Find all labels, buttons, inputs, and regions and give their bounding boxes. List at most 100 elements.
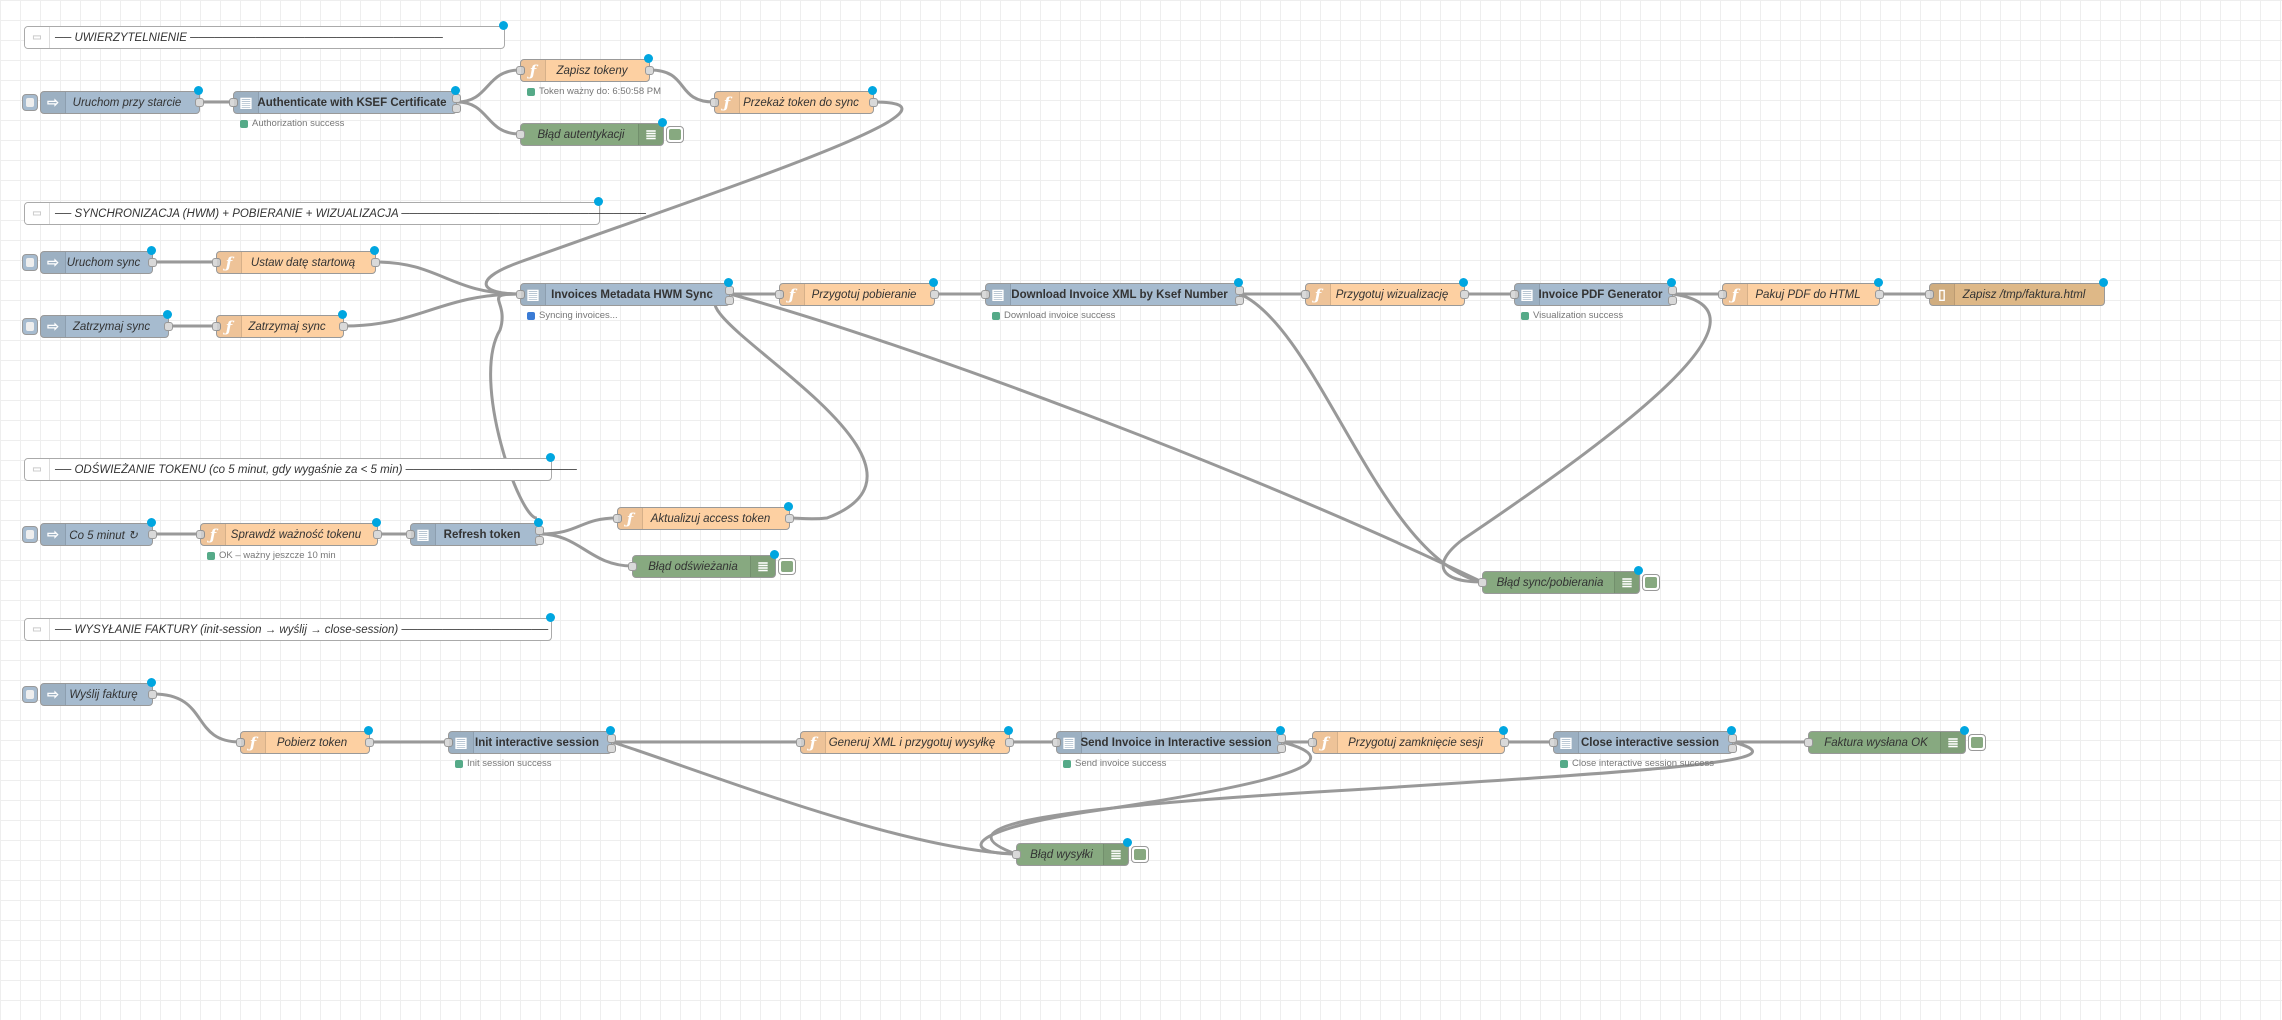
output-port[interactable] bbox=[373, 530, 382, 539]
output-port[interactable] bbox=[148, 530, 157, 539]
debug-blad-odswiezania[interactable]: Błąd odświeżania≣ bbox=[628, 550, 796, 578]
input-port[interactable] bbox=[1549, 738, 1558, 747]
output-port[interactable] bbox=[869, 98, 878, 107]
output-port[interactable] bbox=[1668, 286, 1677, 295]
debug-blad-autentykacji[interactable]: Błąd autentykacji≣ bbox=[516, 118, 684, 146]
input-port[interactable] bbox=[1478, 578, 1487, 587]
input-port[interactable] bbox=[1510, 290, 1519, 299]
input-port[interactable] bbox=[613, 514, 622, 523]
input-port[interactable] bbox=[1308, 738, 1317, 747]
input-port[interactable] bbox=[516, 66, 525, 75]
input-port[interactable] bbox=[796, 738, 805, 747]
input-port[interactable] bbox=[1012, 850, 1021, 859]
inject-button[interactable] bbox=[22, 526, 38, 543]
output-port[interactable] bbox=[148, 258, 157, 267]
output-port[interactable] bbox=[339, 322, 348, 331]
inject-co-5-minut[interactable]: ⇨Co 5 minut ↻ bbox=[22, 518, 157, 546]
comment-send[interactable]: ▭── WYSYŁANIE FAKTURY (init-session → wy… bbox=[24, 613, 555, 641]
output-port[interactable] bbox=[607, 744, 616, 753]
output-port[interactable] bbox=[365, 738, 374, 747]
output-port[interactable] bbox=[1235, 296, 1244, 305]
output-port[interactable] bbox=[535, 536, 544, 545]
comment-refresh[interactable]: ▭── ODŚWIEŻANIE TOKENU (co 5 minut, gdy … bbox=[24, 453, 577, 481]
output-port[interactable] bbox=[535, 526, 544, 535]
input-port[interactable] bbox=[1804, 738, 1813, 747]
input-port[interactable] bbox=[516, 130, 525, 139]
debug-toggle-button[interactable] bbox=[1642, 574, 1660, 591]
input-port[interactable] bbox=[196, 530, 205, 539]
output-port[interactable] bbox=[1728, 744, 1737, 753]
input-port[interactable] bbox=[516, 290, 525, 299]
input-port[interactable] bbox=[229, 98, 238, 107]
inject-wyslij-fakture[interactable]: ⇨Wyślij fakturę bbox=[22, 678, 157, 706]
node-zapisz-html[interactable]: ▯Zapisz /tmp/faktura.html bbox=[1925, 278, 2108, 306]
output-port[interactable] bbox=[164, 322, 173, 331]
output-port[interactable] bbox=[1005, 738, 1014, 747]
node-refresh-token[interactable]: ▤Refresh token bbox=[406, 518, 544, 546]
inject-button[interactable] bbox=[22, 254, 38, 271]
input-port[interactable] bbox=[444, 738, 453, 747]
output-port[interactable] bbox=[1728, 734, 1737, 743]
input-port[interactable] bbox=[406, 530, 415, 539]
output-port[interactable] bbox=[1235, 286, 1244, 295]
input-port[interactable] bbox=[212, 322, 221, 331]
inject-button[interactable] bbox=[22, 318, 38, 335]
output-port[interactable] bbox=[1460, 290, 1469, 299]
output-port[interactable] bbox=[645, 66, 654, 75]
input-port[interactable] bbox=[775, 290, 784, 299]
output-port[interactable] bbox=[725, 286, 734, 295]
input-port[interactable] bbox=[1052, 738, 1061, 747]
debug-toggle-button[interactable] bbox=[778, 558, 796, 575]
input-port[interactable] bbox=[236, 738, 245, 747]
debug-toggle-button[interactable] bbox=[1968, 734, 1986, 751]
comment-sync[interactable]: ▭── SYNCHRONIZACJA (HWM) + POBIERANIE + … bbox=[24, 197, 646, 225]
output-port[interactable] bbox=[930, 290, 939, 299]
output-port[interactable] bbox=[195, 98, 204, 107]
output-port[interactable] bbox=[452, 104, 461, 113]
output-port[interactable] bbox=[725, 296, 734, 305]
debug-toggle-button[interactable] bbox=[1131, 846, 1149, 863]
input-port[interactable] bbox=[628, 562, 637, 571]
output-port[interactable] bbox=[452, 94, 461, 103]
output-port[interactable] bbox=[1277, 744, 1286, 753]
output-port[interactable] bbox=[371, 258, 380, 267]
debug-blad-wysylki[interactable]: Błąd wysyłki≣ bbox=[1012, 838, 1149, 866]
output-port[interactable] bbox=[607, 734, 616, 743]
comment-auth[interactable]: ▭── UWIERZYTELNIENIE ───────────────────… bbox=[24, 21, 508, 49]
input-port[interactable] bbox=[1925, 290, 1934, 299]
inject-uruchom-przy-starcie[interactable]: ⇨Uruchom przy starcie bbox=[22, 86, 204, 114]
input-port[interactable] bbox=[1301, 290, 1310, 299]
output-port[interactable] bbox=[148, 690, 157, 699]
input-port[interactable] bbox=[212, 258, 221, 267]
input-port[interactable] bbox=[1718, 290, 1727, 299]
output-port[interactable] bbox=[1875, 290, 1884, 299]
output-port[interactable] bbox=[785, 514, 794, 523]
debug-blad-sync[interactable]: Błąd sync/pobierania≣ bbox=[1478, 566, 1660, 594]
inject-zatrzymaj-sync[interactable]: ⇨Zatrzymaj sync bbox=[22, 310, 173, 338]
debug-faktura-wyslana[interactable]: Faktura wysłana OK≣ bbox=[1804, 726, 1986, 754]
debug-toggle-button[interactable] bbox=[666, 126, 684, 143]
output-port[interactable] bbox=[1500, 738, 1509, 747]
output-port[interactable] bbox=[1277, 734, 1286, 743]
input-port[interactable] bbox=[981, 290, 990, 299]
inject-button[interactable] bbox=[22, 94, 38, 111]
